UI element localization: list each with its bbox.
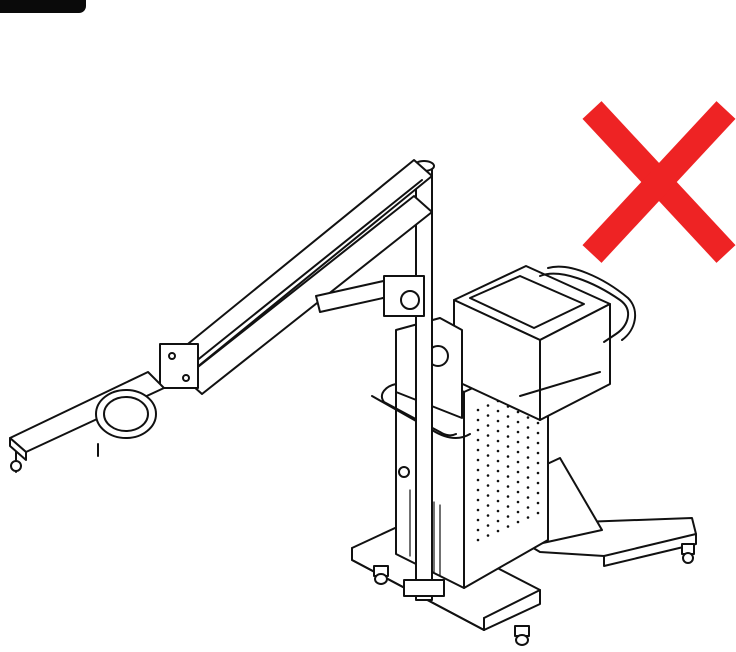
perforation-hole [526, 506, 530, 509]
handle-bar [371, 265, 637, 440]
perforation-hole [496, 469, 500, 473]
perforation-hole [496, 489, 500, 493]
perforation-hole [496, 499, 500, 503]
perforation-hole [516, 500, 520, 504]
perforation-hole [496, 509, 500, 513]
articulated-arm [9, 159, 433, 473]
perforation-hole [486, 464, 490, 467]
perforation-hole [536, 451, 540, 455]
perforation-hole [506, 525, 510, 528]
perforation-hole [536, 431, 540, 435]
perforation-hole [496, 429, 500, 433]
perforation-hole [516, 420, 520, 424]
perforation-hole [496, 479, 500, 483]
perforation-hole [476, 458, 480, 462]
perforation-hole [526, 476, 530, 479]
perforation-hole [476, 498, 480, 502]
perforation-hole [516, 520, 520, 524]
perforation-hole [476, 508, 480, 512]
perforation-hole [516, 490, 520, 494]
perforation-hole [516, 440, 520, 444]
perforation-hole [496, 409, 500, 413]
perforation-hole [496, 529, 500, 533]
perforation-hole [496, 449, 500, 453]
perforation-hole [506, 415, 510, 418]
perforation-hole [536, 511, 540, 515]
perforation-hole [476, 478, 480, 482]
perforation-hole [476, 538, 480, 542]
perforation-hole [536, 461, 540, 465]
perforation-hole [516, 470, 520, 474]
perforation-hole [486, 514, 490, 517]
perforation-hole [476, 468, 480, 472]
perforation-hole [516, 480, 520, 484]
perforation-hole [486, 454, 490, 457]
perforation-hole [536, 471, 540, 475]
perforation-hole [476, 408, 480, 412]
perforation-hole [476, 448, 480, 452]
perforation-hole [486, 474, 490, 477]
perforation-hole [506, 485, 510, 488]
perforation-hole [526, 496, 530, 499]
perforation-hole [536, 481, 540, 485]
perforation-hole [486, 494, 490, 497]
perforation-hole [486, 424, 490, 427]
perforation-hole [526, 426, 530, 429]
perforation-hole [516, 510, 520, 514]
perforation-hole [486, 484, 490, 487]
perforation-hole [496, 419, 500, 423]
perforation-hole [506, 475, 510, 478]
perforation-hole [486, 414, 490, 417]
perforation-hole [476, 528, 480, 532]
perforation-hole [506, 435, 510, 438]
perforation-hole [476, 438, 480, 442]
perforation-hole [506, 465, 510, 468]
perforation-hole [516, 460, 520, 464]
perforation-hole [496, 459, 500, 463]
perforation-hole [526, 516, 530, 519]
perforation-hole [536, 421, 540, 425]
perforation-hole [476, 488, 480, 492]
red-x-icon [582, 101, 736, 263]
perforation-hole [486, 444, 490, 447]
perforation-hole [476, 518, 480, 522]
perforation-hole [506, 445, 510, 448]
perforation-hole [526, 486, 530, 489]
corner-black-tab [0, 0, 86, 13]
perforation-hole [526, 416, 530, 419]
perforation-hole [496, 519, 500, 523]
perforation-hole [476, 428, 480, 432]
perforation-hole [516, 450, 520, 454]
perforation-hole [506, 515, 510, 518]
perforation-hole [496, 439, 500, 443]
perforation-hole [486, 404, 490, 407]
perforation-hole [516, 430, 520, 434]
perforation-hole [486, 504, 490, 507]
perforation-hole [536, 501, 540, 505]
perforation-hole [536, 491, 540, 495]
perforation-hole [506, 505, 510, 508]
perforation-hole [526, 436, 530, 439]
perforation-hole [506, 495, 510, 498]
perforation-hole [526, 466, 530, 469]
perforation-hole [506, 455, 510, 458]
caster-wheels [373, 543, 695, 646]
perforation-hole [536, 441, 540, 445]
perforation-hole [506, 425, 510, 428]
perforation-hole [526, 446, 530, 449]
perforation-hole [486, 434, 490, 437]
perforation-hole [516, 410, 520, 414]
perforation-hole [526, 456, 530, 459]
perforation-hole [476, 418, 480, 422]
perforation-hole [486, 534, 490, 537]
perforation-hole [486, 524, 490, 527]
